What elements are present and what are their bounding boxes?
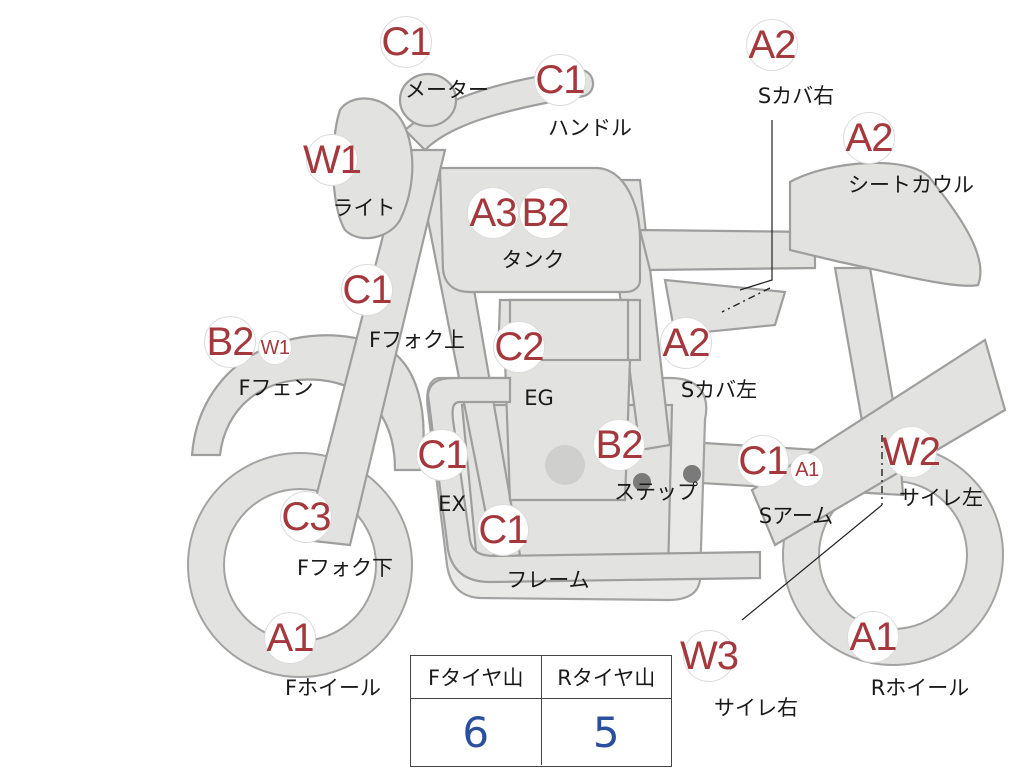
exhaust-grade-badge: C1 [416,429,468,481]
meter-grade-badge: C1 [380,16,432,68]
seat-cowl-grade-badge: A2 [843,112,895,164]
silencer-left-grade-badge: W2 [882,426,941,478]
frame-label: フレーム [506,568,590,592]
front-wheel-grade-badge: A1 [264,612,316,664]
swingarm-a1-grade-badge: A1 [790,453,824,487]
handle-label: ハンドル [548,116,632,140]
side-cover-right-leader [739,120,773,291]
tire-tread-header-row: Fタイヤ山 Rタイヤ山 [411,656,671,699]
frame-grade-badge: C1 [477,504,529,556]
swingarm-c1-grade-badge: C1 [737,435,789,487]
light-label: ライト [332,196,396,220]
silencer-right-grade-badge: W3 [680,630,739,682]
rear-tire-tread-value: 5 [540,699,672,765]
step-label: ステップ [614,480,698,504]
side-cover-right-grade-badge: A2 [746,19,798,71]
step-peg-front [633,473,651,491]
engine-grade-badge: C2 [493,321,545,373]
swingarm-label: Sアーム [758,504,834,528]
fork-lower-label: Fフォク下 [296,556,394,580]
front-wheel-outer-edge [187,452,413,678]
side-cover-left-label: Sカバ左 [680,378,758,402]
front-tire-tread-value: 6 [462,707,490,757]
fork-upper-grade-badge: C1 [341,264,393,316]
handle-grade-badge: C1 [534,54,586,106]
seat-shape [638,228,817,272]
fork-lower-grade-badge: C3 [280,491,332,543]
exhaust-label: EX [438,492,466,516]
tank-label: タンク [501,248,565,272]
tank-a3-grade-badge: A3 [467,187,519,239]
tire-tread-table: Fタイヤ山 Rタイヤ山 6 5 [410,655,672,767]
fender-label: Fフェン [238,376,314,400]
front-wheel-label: Fホイール [284,676,382,700]
tire-tread-value-row: 6 5 [411,699,671,765]
fender-b2-grade-badge: B2 [204,316,256,368]
meter-shape [398,72,458,128]
fork-upper-label: Fフォク上 [368,328,466,352]
light-grade-badge: W1 [303,134,362,186]
silencer-shape [750,338,1007,547]
step-grade-badge: B2 [593,419,645,471]
silencer-right-leader [741,504,883,621]
rear-wheel-grade-badge: A1 [847,611,899,663]
rear-wheel-label: Rホイール [870,676,970,700]
engine-label: EG [524,386,554,410]
side-cover-left-grade-badge: A2 [660,317,712,369]
exhaust-pipe-shape [426,376,762,584]
silencer-right-label: サイレ右 [714,696,798,720]
tank-b2-grade-badge: B2 [519,187,571,239]
seat-cowl-label: シートカウル [848,173,974,197]
meter-label: メーター [405,78,489,102]
silencer-left-label: サイレ左 [899,486,983,510]
step-peg-rear [683,465,701,483]
rear-tire-tread-header: Rタイヤ山 [540,656,672,698]
front-tire-tread-header: Fタイヤ山 [428,666,524,690]
side-cover-right-label: Sカバ右 [757,84,835,108]
front-fork-shape [303,148,447,547]
fender-w1-grade-badge: W1 [258,331,292,365]
engine-cover [545,445,585,485]
